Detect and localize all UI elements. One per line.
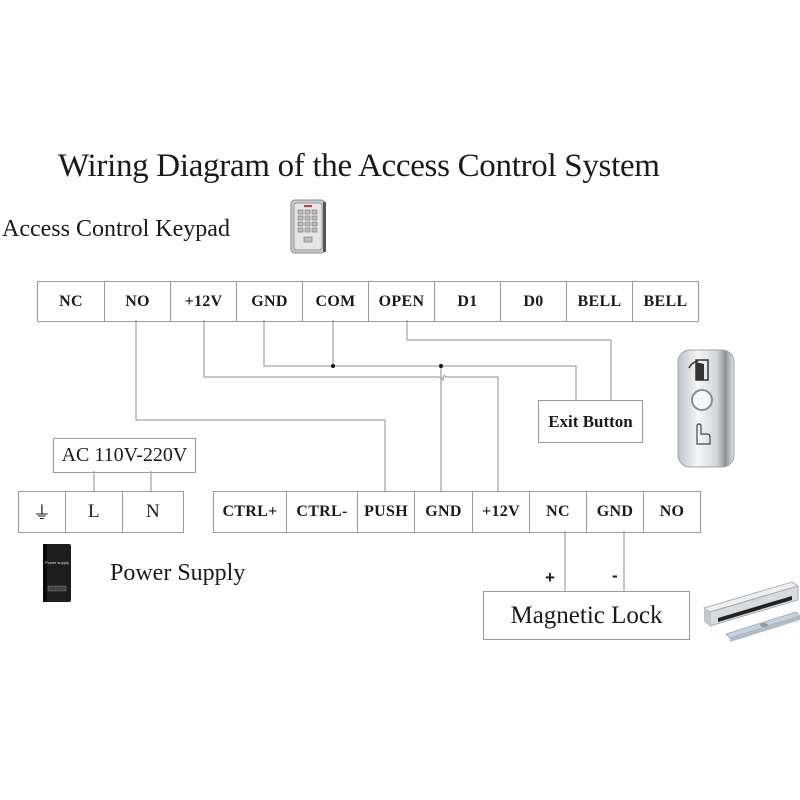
junction-dot xyxy=(439,364,443,368)
power-supply-terminal-row: ⏚ L N xyxy=(18,491,184,533)
power-supply-label: Power Supply xyxy=(110,560,246,586)
keypad-device-icon xyxy=(290,199,326,254)
exit-button-device-icon xyxy=(677,349,735,468)
terminal-gnd: GND xyxy=(587,492,644,532)
ground-icon: ⏚ xyxy=(18,492,66,532)
terminal-no: NO xyxy=(105,282,171,321)
terminal-ctrl-minus: CTRL- xyxy=(287,492,358,532)
terminal-open: OPEN xyxy=(369,282,435,321)
terminal-ctrl-plus: CTRL+ xyxy=(213,492,287,532)
keypad-terminal-row: NC NO +12V GND COM OPEN D1 D0 BELL BELL xyxy=(37,281,699,322)
wire-open-to-exit xyxy=(406,320,612,400)
exit-button-box: Exit Button xyxy=(538,400,643,443)
terminal-gnd: GND xyxy=(237,282,303,321)
wire-gnd-bus xyxy=(263,320,577,400)
magnetic-lock-box: Magnetic Lock xyxy=(483,591,690,640)
power-supply-device-icon: Power supply xyxy=(43,544,71,602)
lock-plus-sign: + xyxy=(545,568,555,587)
terminal-push: PUSH xyxy=(358,492,415,532)
junction-dot xyxy=(331,364,335,368)
power-supply-device-text: Power supply xyxy=(45,560,69,565)
ac-input-box: AC 110V-220V xyxy=(53,438,196,473)
keypad-label: Access Control Keypad xyxy=(2,216,230,242)
controller-terminal-row: CTRL+ CTRL- PUSH GND +12V NC GND NO xyxy=(213,491,701,533)
terminal-n: N xyxy=(123,492,184,532)
terminal-d1: D1 xyxy=(435,282,501,321)
terminal-nc: NC xyxy=(37,282,105,321)
magnetic-lock-device-icon xyxy=(703,581,800,642)
terminal-com: COM xyxy=(303,282,369,321)
terminal-nc: NC xyxy=(530,492,587,532)
terminal-bell: BELL xyxy=(567,282,633,321)
terminal-bell: BELL xyxy=(633,282,699,321)
terminal-12v: +12V xyxy=(473,492,530,532)
terminal-gnd: GND xyxy=(415,492,473,532)
wire-no-to-push xyxy=(135,320,386,491)
diagram-title: Wiring Diagram of the Access Control Sys… xyxy=(58,148,660,184)
lock-minus-sign: - xyxy=(612,566,618,585)
terminal-d0: D0 xyxy=(501,282,567,321)
terminal-l: L xyxy=(66,492,123,532)
wire-12v-to-12v xyxy=(203,320,499,491)
terminal-12v: +12V xyxy=(171,282,237,321)
terminal-no: NO xyxy=(644,492,701,532)
